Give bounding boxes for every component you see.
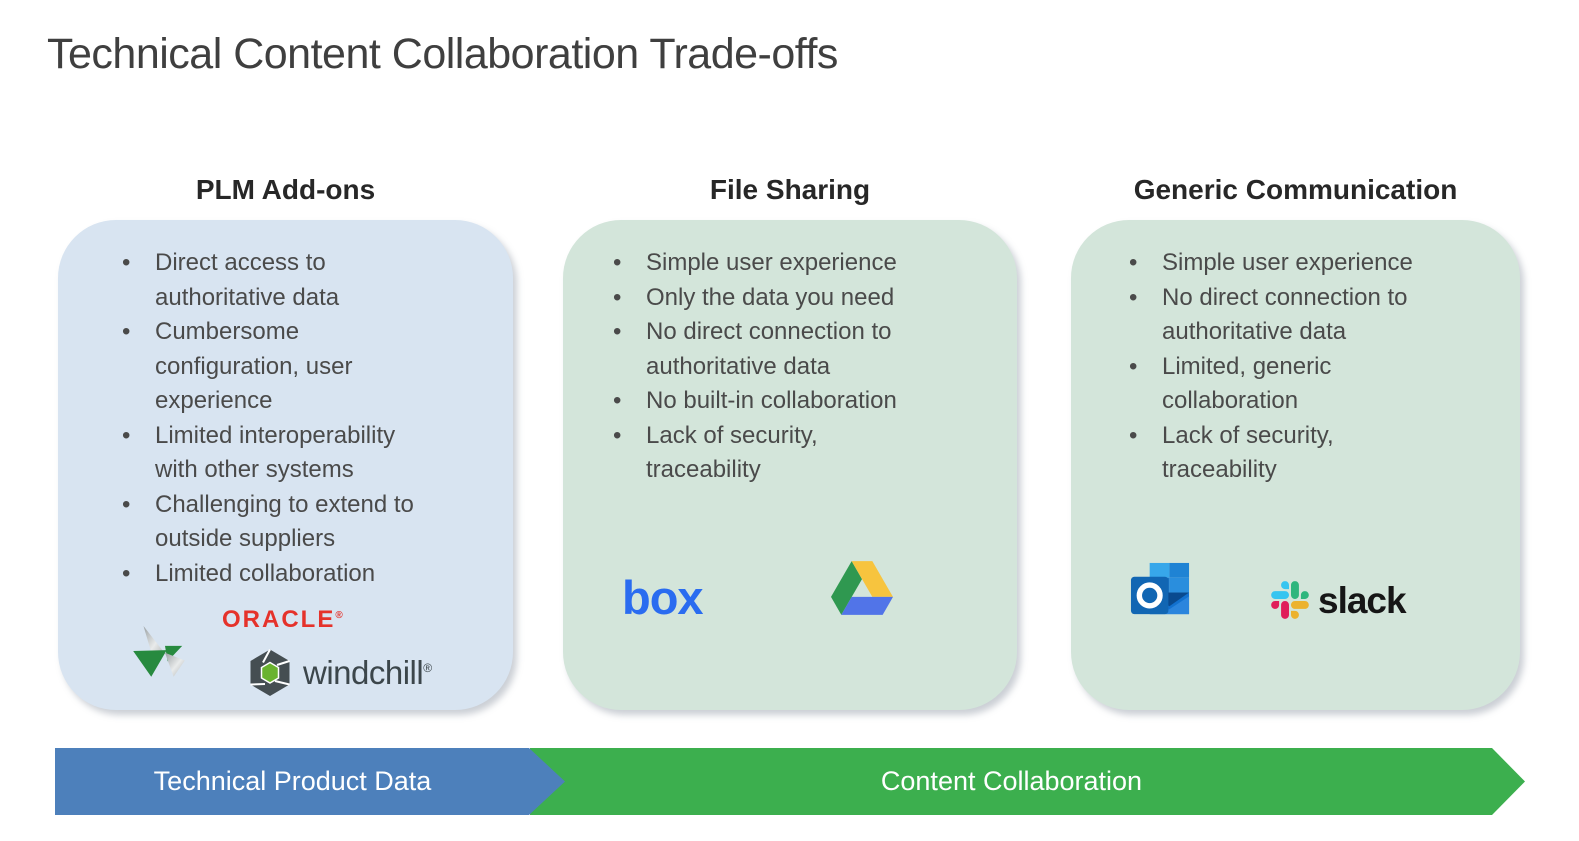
column-header-plm-add-ons: PLM Add-ons [195,174,376,205]
bullet-list: Simple user experience No direct connect… [1127,220,1433,488]
card-plm-add-ons: Direct access to authoritative data Cumb… [58,220,513,710]
card-file-sharing: Simple user experience Only the data you… [563,220,1017,710]
bullet-item: Limited, generic collaboration [1127,350,1433,419]
bullet-item: No direct connection to authoritative da… [611,315,918,384]
bullet-item: Simple user experience [611,246,918,281]
windchill-wordmark: windchill® [303,654,432,691]
arrow-label: Content Collaboration [880,766,1143,796]
bullet-list: Simple user experience Only the data you… [611,220,918,488]
slack-logo: slack [1271,579,1407,621]
slide-title: Technical Content Collaboration Trade-of… [47,30,838,78]
oracle-logo: ORACLE® [222,606,343,633]
slack-hash-icon [1271,581,1309,619]
arrow-content-collaboration: Content Collaboration [530,748,1525,815]
bullet-item: Lack of security, traceability [1127,419,1433,488]
arrow-technical-product-data: Technical Product Data [55,748,565,815]
bullet-item: No direct connection to authoritative da… [1127,281,1433,350]
card-generic-communication: Simple user experience No direct connect… [1071,220,1520,710]
slack-wordmark: slack [1318,579,1407,621]
bullet-item: Lack of security, traceability [611,419,918,488]
bullet-list: Direct access to authoritative data Cumb… [120,220,432,591]
google-drive-icon [831,561,893,615]
bullet-item: Only the data you need [611,281,918,316]
bullet-item: Challenging to extend to outside supplie… [120,488,432,557]
bullet-item: Cumbersome configuration, user experienc… [120,315,432,419]
bullet-item: No built-in collaboration [611,384,918,419]
column-header-file-sharing: File Sharing [709,174,871,205]
bullet-item: Limited collaboration [120,557,432,592]
windchill-reg-mark: ® [423,661,432,675]
bullet-item: Limited interoperability with other syst… [120,419,432,488]
box-logo: box [622,571,704,624]
arrow-label: Technical Product Data [153,766,432,796]
column-header-generic-communication: Generic Communication [1133,174,1458,205]
outlook-icon [1129,560,1192,623]
teamcenter-icon [122,608,208,694]
oracle-reg-mark: ® [335,610,343,621]
bullet-item: Simple user experience [1127,246,1433,281]
bullet-item: Direct access to authoritative data [120,246,432,315]
windchill-logo: windchill® [246,648,432,698]
windchill-hexagon-icon [250,649,290,696]
